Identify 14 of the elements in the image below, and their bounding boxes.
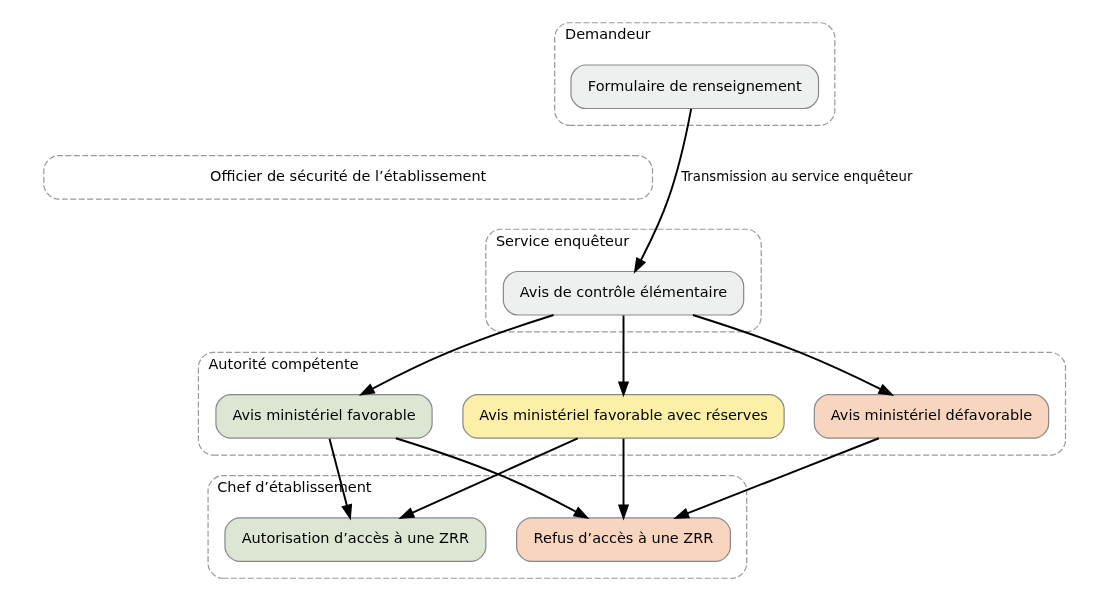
node-box: Avis ministériel défavorable xyxy=(813,394,1049,439)
node-box: Avis de contrôle élémentaire xyxy=(502,270,744,316)
arrow xyxy=(633,107,692,274)
node-box: Avis ministériel favorable xyxy=(214,394,433,439)
node-box: Formulaire de renseignement xyxy=(569,64,819,110)
edge-label: Transmission au service enquêteur xyxy=(680,168,912,184)
arrow xyxy=(617,314,629,398)
arrow xyxy=(328,437,352,521)
node-box: Refus d’accès à une ZRR xyxy=(515,517,731,562)
arrow xyxy=(617,437,629,521)
node-box: Autorisation d’accès à une ZRR xyxy=(223,517,486,562)
arrow xyxy=(672,437,880,519)
node-box: Avis ministériel favorable avec réserves xyxy=(461,394,785,439)
node-box: Officier de sécurité de l’établissement xyxy=(42,154,653,200)
